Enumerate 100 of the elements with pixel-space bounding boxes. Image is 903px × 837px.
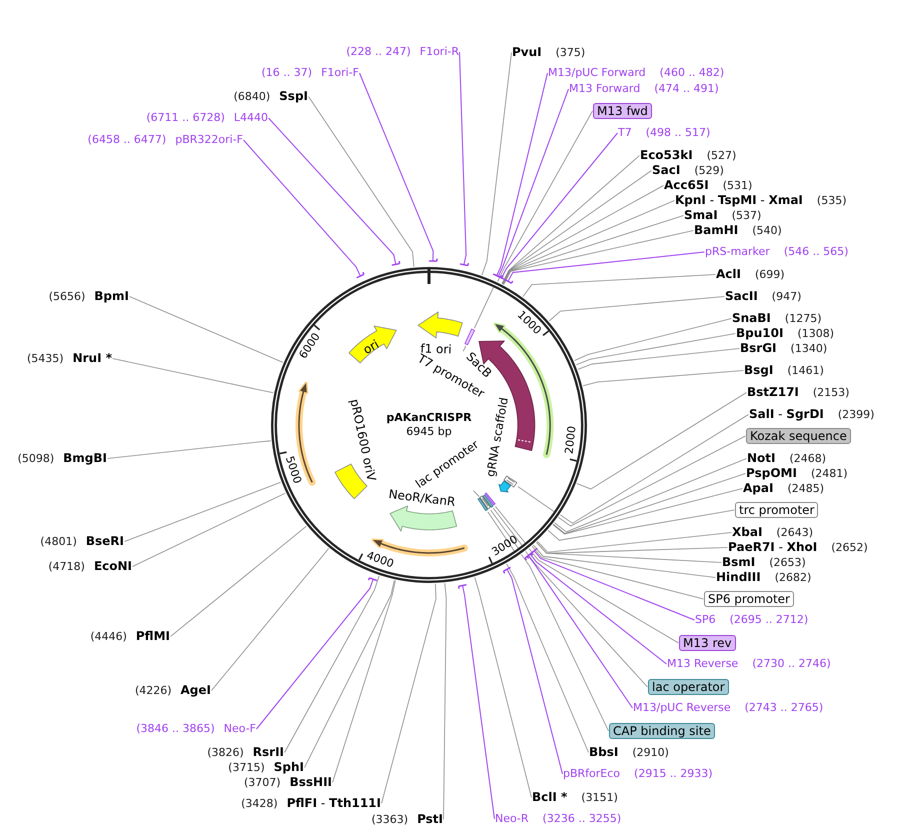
leader-line (582, 370, 744, 386)
primer-name: Neo-R (495, 812, 529, 826)
primer-range: (2915 .. 2933) (634, 767, 713, 781)
cut-site-position: (1275) (784, 312, 822, 326)
cut-site-position: (4446) (90, 630, 127, 644)
cut-site-position: (1308) (797, 327, 834, 341)
cut-site-position: (375) (556, 46, 586, 60)
leader-line (537, 532, 732, 553)
leader-line (443, 582, 447, 820)
leader-line (560, 414, 749, 524)
enzyme-name: Bpu10I (736, 326, 784, 340)
leader-line (522, 274, 716, 298)
leader-line (492, 72, 548, 278)
cut-site-position: (947) (772, 290, 802, 304)
enzyme-name: BamHI (694, 223, 738, 237)
scale-number: 4000 (365, 549, 396, 570)
primer-range: (3846 .. 3865) (136, 722, 215, 736)
leader-line (459, 52, 470, 266)
leader-line (497, 132, 618, 280)
leader-line (497, 110, 593, 282)
leader-line (494, 88, 569, 279)
enzyme-name: Eco53kI (640, 148, 693, 162)
enzyme-name: NotI (747, 451, 776, 465)
leader-line (532, 546, 704, 600)
cut-site-position: (2643) (776, 526, 813, 540)
primer-range: (546 .. 565) (784, 245, 848, 259)
enzyme-name: BsrGI (740, 341, 777, 355)
cut-site-position: (2653) (769, 556, 806, 570)
leader-line (502, 170, 652, 284)
enzyme-name: AclI (716, 267, 741, 281)
primer-range: (460 .. 482) (660, 66, 724, 80)
primer-range: (6711 .. 6728) (146, 111, 225, 125)
primer-range: (2730 .. 2746) (752, 657, 831, 671)
enzyme-name: SalI - SgrDI (749, 407, 824, 421)
primer-name: pRS-marker (705, 245, 770, 259)
enzyme-name: BstZ17I (747, 385, 799, 399)
feature-marker (477, 497, 489, 512)
leader-line (503, 230, 694, 285)
cut-site-position: (2682) (774, 571, 812, 585)
leader-line (308, 96, 414, 268)
cut-site-position: (2153) (812, 386, 850, 400)
primer-range: (498 .. 517) (646, 126, 710, 140)
cut-site-position: (527) (706, 149, 736, 163)
cut-site-position: (3363) (371, 813, 408, 827)
enzyme-name: AgeI (180, 683, 211, 697)
primer-range: (474 .. 491) (654, 82, 719, 96)
cut-site-position: (3428) (241, 797, 278, 811)
leader-line (526, 550, 667, 664)
feature-marker (503, 474, 518, 488)
leader-line (487, 511, 515, 552)
cut-site-position: (1340) (790, 342, 828, 356)
enzyme-name: PflFI - Tth111I (286, 796, 381, 810)
leader-line (170, 526, 307, 637)
scale-number: 2000 (564, 426, 579, 455)
primer-name: SP6 (695, 613, 716, 627)
cut-site-position: (529) (694, 164, 724, 178)
leader-line (574, 318, 732, 361)
cut-site-position: (3826) (207, 746, 244, 760)
leader-line (462, 346, 466, 352)
leader-line (482, 52, 512, 276)
cut-site-position: (4718) (48, 560, 85, 574)
cut-site-position: (3715) (228, 761, 265, 775)
feature-label: ori (360, 337, 382, 357)
cut-site-position: (535) (816, 194, 846, 208)
enzyme-name: HindIII (716, 570, 761, 584)
primer-name: F1ori-F (321, 66, 359, 80)
enzyme-name: BsmI (722, 555, 756, 569)
leader-line (552, 473, 746, 534)
leader-line (129, 296, 284, 363)
enzyme-name: PspOMI (746, 466, 797, 480)
primer-name: M13 Forward (569, 82, 640, 96)
feature-band (416, 311, 464, 340)
feature-band (388, 505, 458, 532)
feature-tag: Kozak sequence (746, 428, 851, 444)
cut-site-position: (5435) (27, 352, 64, 366)
enzyme-name: PflMI (136, 629, 170, 643)
cut-site-position: (1461) (787, 364, 824, 378)
leader-line (558, 436, 746, 526)
leader-line (211, 548, 330, 691)
enzyme-name: EcoNI (94, 559, 132, 573)
cut-site-position: (2468) (790, 452, 826, 466)
enzyme-name: SacI (652, 163, 680, 177)
primer-name: T7 (618, 126, 632, 140)
leader-line (528, 548, 679, 644)
enzyme-name: BclI * (532, 790, 568, 804)
feature-marker (479, 495, 492, 510)
primer-name: M13 Reverse (667, 657, 738, 671)
leader-line (243, 140, 365, 278)
leader-line (576, 392, 747, 490)
cut-site-position: (540) (752, 224, 782, 238)
leader-line (107, 440, 272, 459)
cut-site-position: (537) (732, 209, 762, 223)
leader-line (124, 482, 282, 542)
primer-range: (3236 .. 3255) (542, 812, 622, 826)
leader-line (502, 155, 640, 284)
primer-range: (16 .. 37) (261, 66, 312, 80)
leader-line (473, 490, 480, 497)
cut-site-position: (2399) (838, 408, 874, 422)
enzyme-name: SacII (725, 289, 758, 303)
leader-line (548, 510, 735, 541)
